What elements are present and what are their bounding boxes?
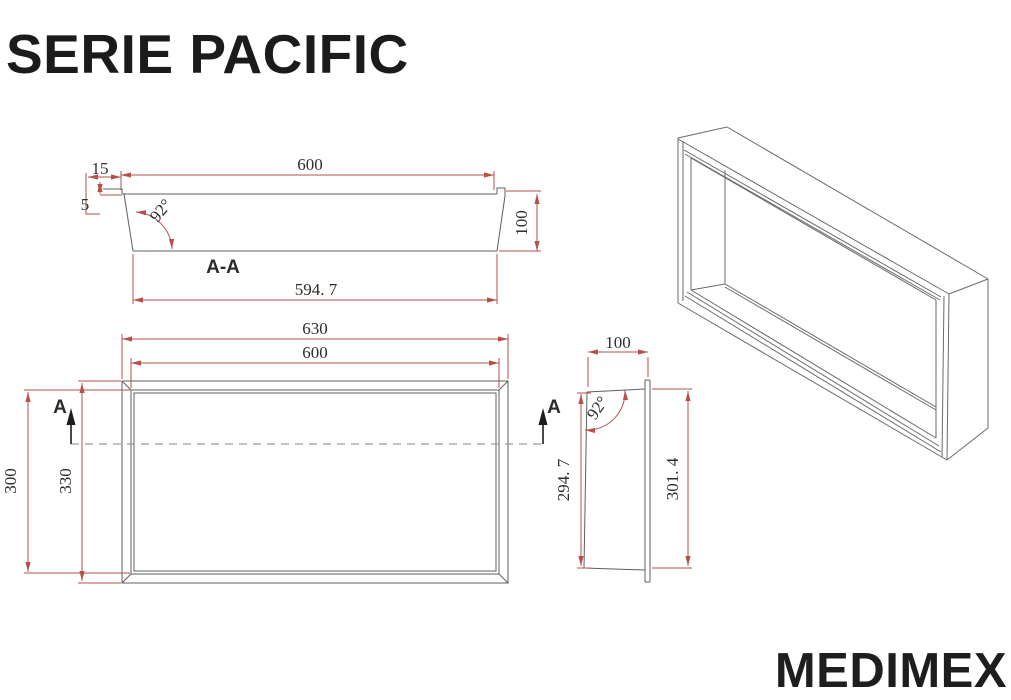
dim-flange-step: 5: [81, 195, 90, 214]
dim-side-depth: 100: [605, 333, 631, 352]
cut-marker-left: A: [53, 397, 67, 418]
section-label: A-A: [206, 257, 240, 278]
dim-side-back-height: 294. 7: [554, 458, 573, 501]
dim-front-inner-width: 600: [302, 343, 328, 362]
front-frame-outline: [121, 380, 509, 584]
brand-logo: MEDIMEX: [774, 644, 1007, 698]
dim-front-outer-height: 330: [56, 468, 75, 494]
side-view: 100 92° 294. 7 301. 4: [554, 333, 692, 583]
isometric-cavity-edges: [690, 170, 937, 411]
dim-section-inner-width: 600: [297, 155, 323, 174]
series-title: SERIE PACIFIC: [6, 23, 409, 85]
isometric-view: [677, 126, 989, 461]
side-dimension-lines: [577, 349, 692, 569]
dim-front-outer-width: 630: [302, 319, 328, 338]
dim-side-front-height: 301. 4: [663, 457, 682, 500]
dim-section-wall-angle: 92°: [146, 195, 176, 225]
isometric-outer-edges: [677, 126, 989, 461]
isometric-frame-bevel-edges: [683, 149, 942, 453]
section-view: 15 600 5 92° 100 594. 7 A-A: [81, 155, 541, 304]
section-dimension-lines: [85, 171, 541, 304]
dim-section-back-width: 594. 7: [295, 280, 338, 299]
cut-marker-right: A: [547, 397, 561, 418]
section-profile-outline: [103, 187, 506, 252]
front-view: 630 600 330 300 A A: [1, 319, 561, 584]
dim-flange-width: 15: [92, 159, 109, 178]
section-cut-line: [66, 408, 548, 445]
dim-front-inner-height: 300: [1, 468, 20, 494]
dim-section-depth: 100: [512, 210, 531, 236]
front-dimension-lines: [24, 334, 509, 584]
